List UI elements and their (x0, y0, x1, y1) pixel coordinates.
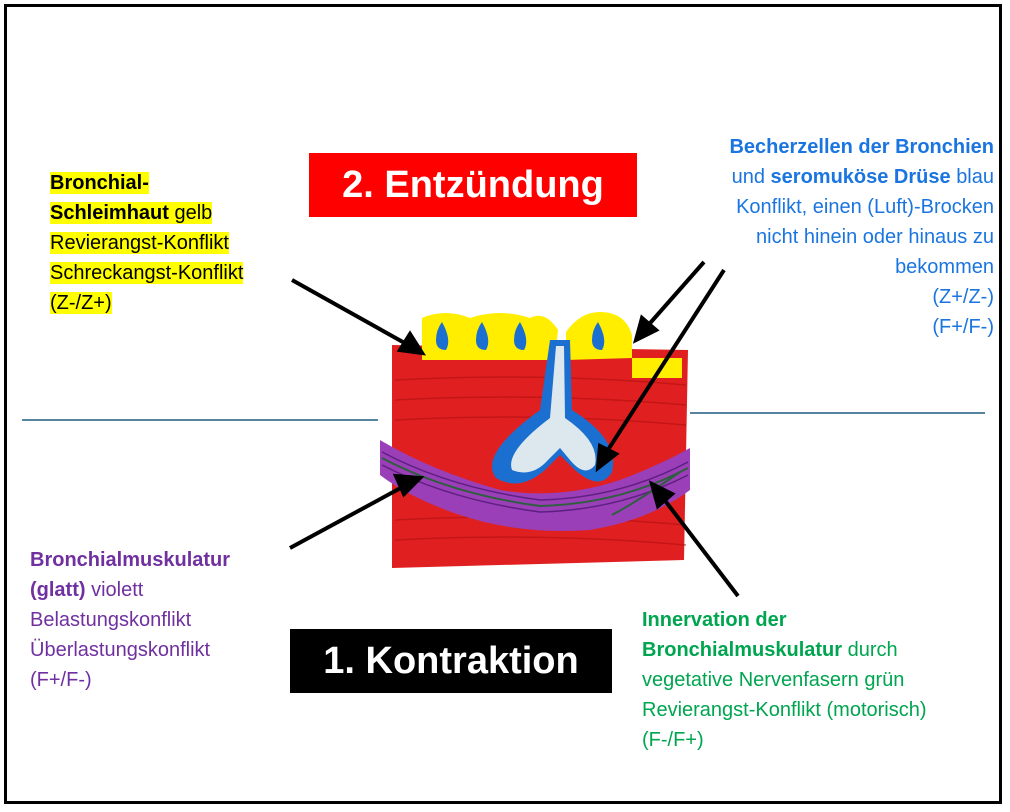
arrows (289, 260, 740, 598)
innervation-durch: durch (847, 639, 898, 661)
yellow-mucosa-far (632, 358, 682, 378)
becherzellen-und: und (731, 166, 765, 188)
muscle-fibers (381, 451, 689, 513)
becherzellen-line3: bekommen (895, 256, 994, 278)
arrow-muskulatur (289, 482, 409, 550)
diagram-frame (4, 4, 1002, 804)
schleimhaut-line3: (Z-/Z+) (50, 292, 112, 314)
becherzellen-line1: Konflikt, einen (Luft)-Brocken (736, 196, 994, 218)
arrow-becherzellen (642, 260, 706, 332)
arrow-druese (602, 268, 726, 458)
arrow-innervation (658, 492, 740, 598)
becherzellen-line5: (F+/F-) (932, 316, 994, 338)
innervation-line3: (F-/F+) (642, 729, 704, 751)
becherzellen-color: blau (956, 166, 994, 188)
becherzellen-druese: seromuköse Drüse (770, 166, 951, 188)
arrow-schleimhaut (291, 278, 411, 348)
violet-muscle-band (380, 440, 690, 531)
schleimhaut-title1: Bronchial- (50, 172, 149, 194)
innervation-title2: Bronchialmuskulatur (642, 639, 843, 661)
muskulatur-line2: Überlastungskonflikt (30, 639, 211, 661)
muskulatur-color: violett (91, 579, 144, 601)
gland-lumen (511, 346, 596, 473)
goblet-cells (436, 322, 605, 350)
schleimhaut-title2: Schleimhaut (50, 202, 169, 224)
innervation-line2: Revierangst-Konflikt (motorisch) (642, 699, 927, 721)
schleimhaut-color: gelb (174, 202, 213, 224)
innervation-title1: Innervation der (642, 609, 787, 631)
label-innervation: Innervation der Bronchialmuskulatur durc… (642, 605, 1002, 755)
label-bronchial-schleimhaut: Bronchial- Schleimhaut gelb Revierangst-… (50, 168, 310, 318)
label-entzuendung: 2. Entzündung (309, 153, 637, 217)
muskulatur-title2: (glatt) (30, 579, 86, 601)
becherzellen-line4: (Z+/Z-) (932, 286, 994, 308)
schleimhaut-line2: Schreckangst-Konflikt (50, 262, 244, 284)
label-becherzellen: Becherzellen der Bronchien und seromukös… (634, 132, 994, 342)
label-bronchialmuskulatur: Bronchialmuskulatur (glatt) violett Bela… (30, 545, 310, 695)
muskulatur-title1: Bronchialmuskulatur (30, 549, 231, 571)
becherzellen-title: Becherzellen der Bronchien (729, 136, 994, 158)
innervation-line1: vegetative Nervenfasern grün (642, 669, 905, 691)
label-kontraktion: 1. Kontraktion (290, 629, 612, 693)
schleimhaut-line1: Revierangst-Konflikt (50, 232, 229, 254)
becherzellen-line2: nicht hinein oder hinaus zu (756, 226, 994, 248)
muskulatur-line3: (F+/F-) (30, 669, 92, 691)
nerve-fibers (381, 457, 689, 516)
muskulatur-line1: Belastungskonflikt (30, 609, 192, 631)
